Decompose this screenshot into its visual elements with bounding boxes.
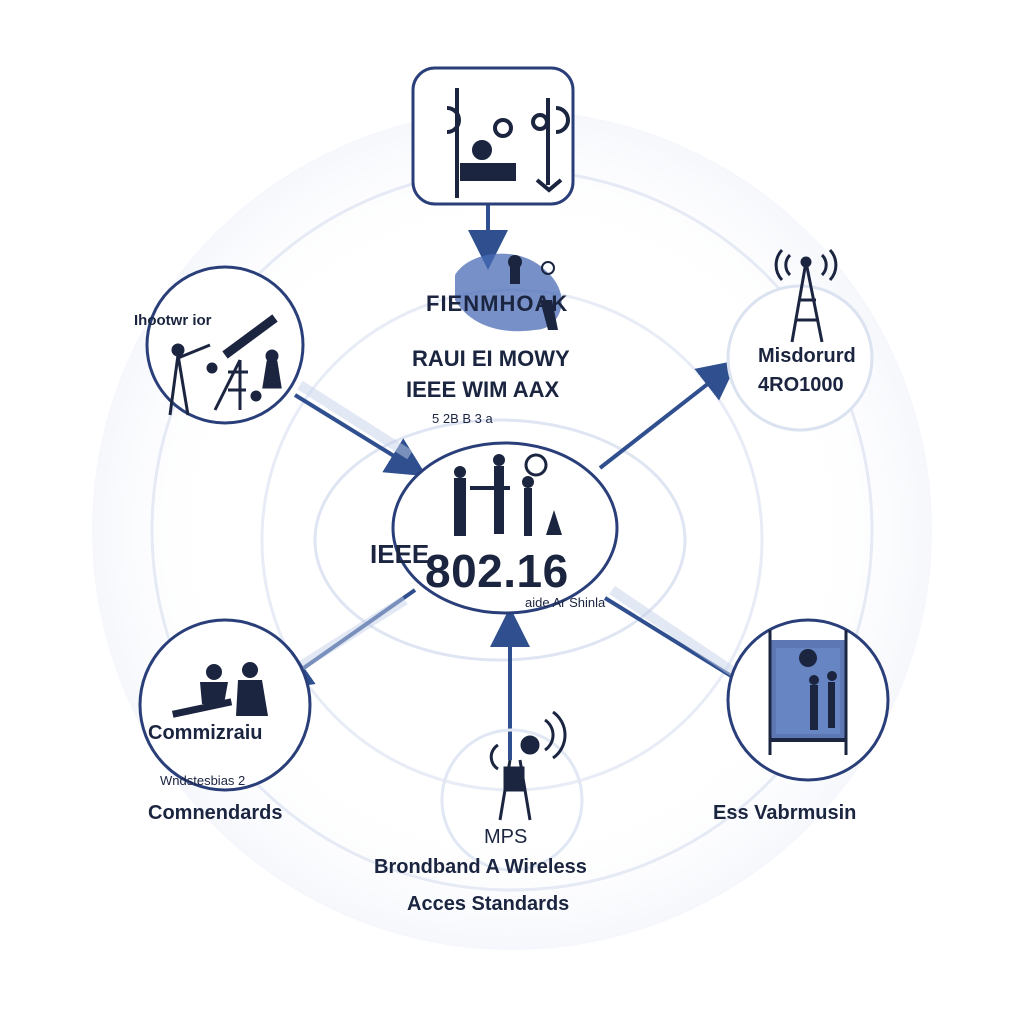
window-people-icon <box>768 630 848 755</box>
bottom-line-2: Brondband A Wireless <box>374 856 587 878</box>
technician-signal-icon <box>489 710 567 821</box>
center-caption: aide Ar Shinla <box>525 595 606 610</box>
top-line-2: IEEE WIM AAX <box>406 377 560 402</box>
top-line-3: 5 2B B 3 a <box>432 411 493 426</box>
engineers-group-icon <box>454 453 562 536</box>
globe-blob-icon <box>455 253 562 332</box>
node-lower-left <box>138 618 312 792</box>
lower-left-sub: Wndstesbias 2 <box>160 773 246 788</box>
lower-left-caption: Comnendards <box>148 802 283 824</box>
upper-right-line-2: 4RO1000 <box>758 374 844 396</box>
connector-arrows <box>271 205 777 760</box>
upper-right-line-1: Misdorurd <box>758 345 856 367</box>
node-lower-right <box>726 618 890 782</box>
top-line-1: RAUI EI MOWY <box>412 346 570 371</box>
top-heading: FIENMHOAK <box>426 291 569 316</box>
lower-right-caption: Ess Vabrmusin <box>713 802 857 824</box>
arrow-center-to-upperright <box>598 360 739 470</box>
center-title: 802.16 <box>425 545 569 597</box>
antenna-lab-icon <box>446 88 570 198</box>
center-prefix: IEEE <box>370 539 430 569</box>
bottom-line-1: MPS <box>484 826 528 848</box>
upper-left-label: Ihootwr ior <box>134 312 212 329</box>
radio-tower-icon <box>774 248 838 343</box>
telescope-icon <box>168 314 282 416</box>
arrow-upperleft-to-center <box>293 393 427 477</box>
node-upper-left <box>145 265 305 425</box>
node-upper-right <box>726 248 874 432</box>
node-center <box>391 441 619 615</box>
lower-left-label: Commizraiu <box>148 722 263 744</box>
node-bottom <box>440 710 584 872</box>
people-meeting-icon <box>171 662 268 718</box>
bottom-line-3: Acces Standards <box>407 893 570 915</box>
node-top <box>411 66 575 206</box>
